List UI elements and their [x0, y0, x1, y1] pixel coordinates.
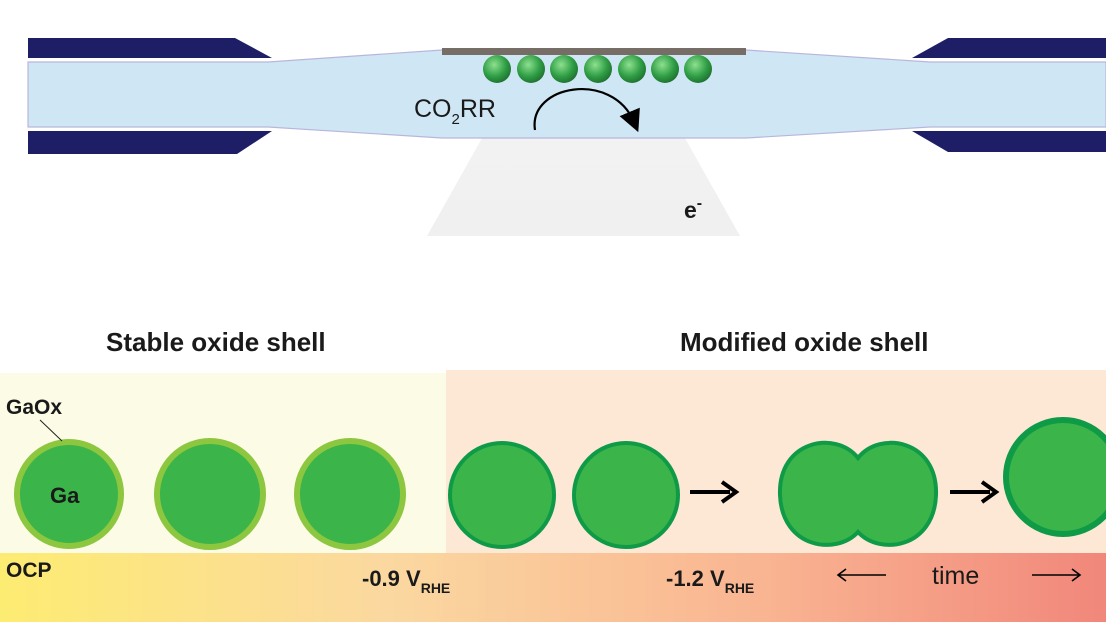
- nanoparticle-bead: [618, 55, 646, 83]
- modified-particles: [448, 417, 1106, 549]
- modified-region-background: [446, 370, 1106, 553]
- left-arrow-icon: [836, 568, 886, 582]
- time-label: time: [932, 562, 979, 590]
- modified-particle: [572, 441, 680, 549]
- stable-shell-heading: Stable oxide shell: [106, 327, 326, 357]
- right-arrow-icon: [1032, 568, 1082, 582]
- window-bottom-right: [912, 131, 1106, 152]
- nanoparticle-bead: [550, 55, 578, 83]
- nanoparticle-bead: [684, 55, 712, 83]
- nanoparticle-beads-rest: [517, 55, 712, 83]
- shell-label: GaOx: [6, 396, 62, 419]
- modified-shell-heading: Modified oxide shell: [680, 327, 928, 357]
- reaction-label: CO2RR: [414, 95, 496, 128]
- working-electrode: [442, 48, 746, 55]
- transition-arrows: [690, 480, 1000, 504]
- stable-particle: [14, 439, 124, 549]
- window-top-right: [912, 38, 1106, 58]
- nanoparticle-bead: [517, 55, 545, 83]
- electron-label: e-: [684, 195, 702, 223]
- nanoparticle-beads: [483, 55, 511, 83]
- shell-leader-line: [39, 419, 63, 442]
- right-arrow-icon: [950, 480, 1000, 504]
- modified-particle: [448, 441, 556, 549]
- right-arrow-icon: [690, 480, 740, 504]
- coalescing-particle: [777, 440, 939, 547]
- ocp-label: OCP: [6, 559, 52, 582]
- time-axis: time: [836, 562, 1082, 590]
- core-label: Ga: [50, 483, 80, 508]
- window-top-left: [28, 38, 272, 58]
- stable-particle: [294, 438, 406, 550]
- potential-label-2: -1.2 VRHE: [666, 566, 754, 596]
- nanoparticle-bead: [651, 55, 679, 83]
- stable-particle: [154, 438, 266, 550]
- merged-particle: [1003, 417, 1106, 537]
- nanoparticle-bead: [483, 55, 511, 83]
- potential-gradient-bar: [0, 553, 1106, 622]
- reaction-cycle-arrow: [533, 88, 640, 133]
- stable-particles: [14, 438, 406, 550]
- liquid-cell-schematic: CO2RR e-: [27, 38, 1106, 236]
- window-bottom-left: [28, 131, 272, 154]
- nanoparticle-bead: [584, 55, 612, 83]
- potential-label-1: -0.9 VRHE: [362, 566, 450, 596]
